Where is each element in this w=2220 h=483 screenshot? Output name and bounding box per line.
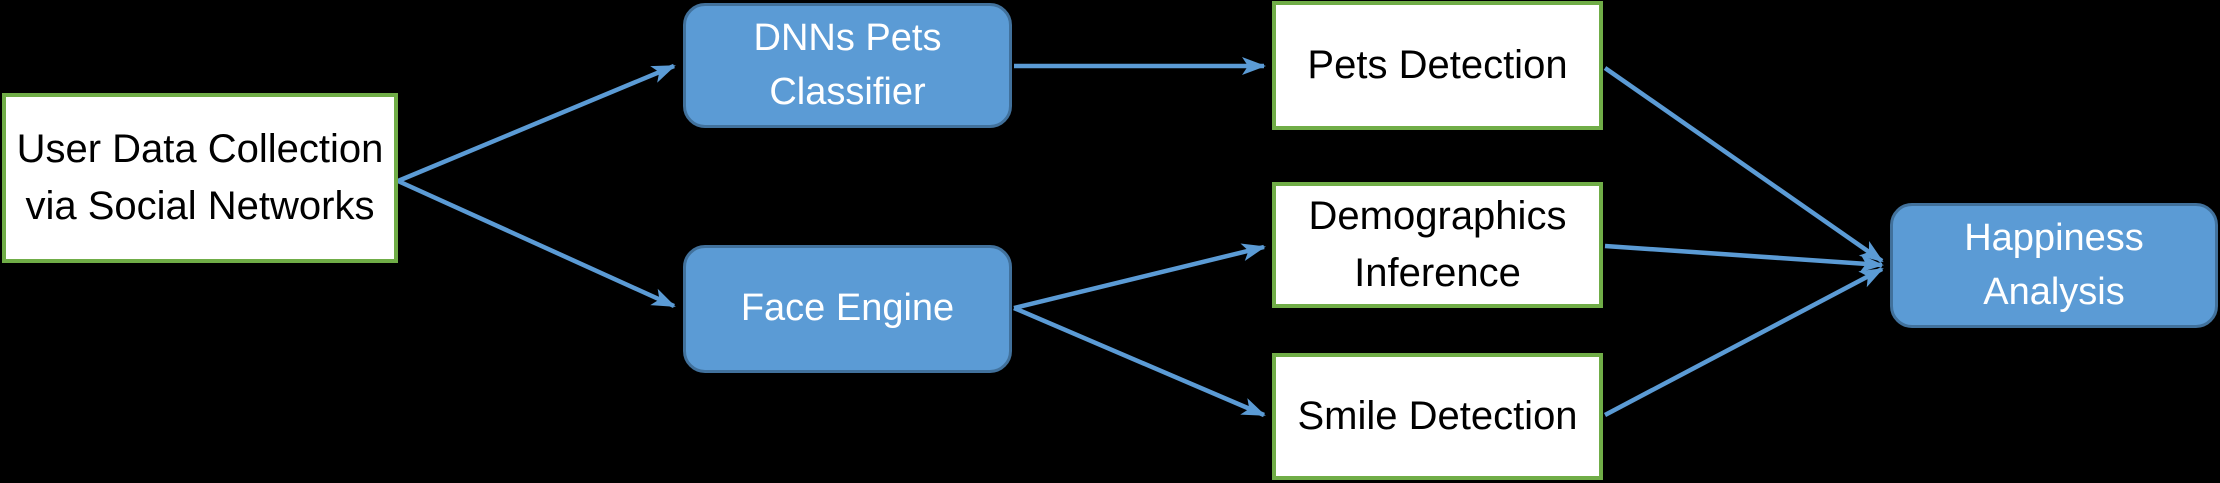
arrow-pets-detection-to-happiness-analysis [1603,66,1884,263]
arrow-smile-detection-to-happiness-analysis [1603,267,1884,417]
arrow-face-engine-to-demographics-inference [1013,243,1266,311]
node-smile-detection-label: Smile Detection [1297,394,1578,439]
arrow-user-data-to-face-engine [397,178,676,309]
node-happiness-analysis-label: Happiness Analysis [1964,216,2144,313]
node-face-engine-label: Face Engine [740,287,955,330]
node-smile-detection: Smile Detection [1272,353,1603,480]
node-pets-detection: Pets Detection [1272,1,1603,130]
node-dnns-pets-classifier: DNNs Pets Classifier [683,3,1012,128]
node-face-engine: Face Engine [683,245,1012,373]
node-user-data-collection-label: User Data Collection via Social Networks [16,127,384,228]
node-dnns-pets-classifier-label: DNNs Pets Classifier [753,16,942,113]
node-user-data-collection: User Data Collection via Social Networks [2,93,398,263]
node-happiness-analysis: Happiness Analysis [1890,203,2218,328]
node-demographics-inference: Demographics Inference [1272,182,1603,308]
node-demographics-inference-label: Demographics Inference [1308,194,1567,295]
arrow-face-engine-to-smile-detection [1013,305,1266,418]
node-pets-detection-label: Pets Detection [1307,43,1568,88]
arrow-user-data-to-dnns-pets-classifier [397,63,676,184]
arrow-demographics-inference-to-happiness-analysis [1604,243,1884,273]
